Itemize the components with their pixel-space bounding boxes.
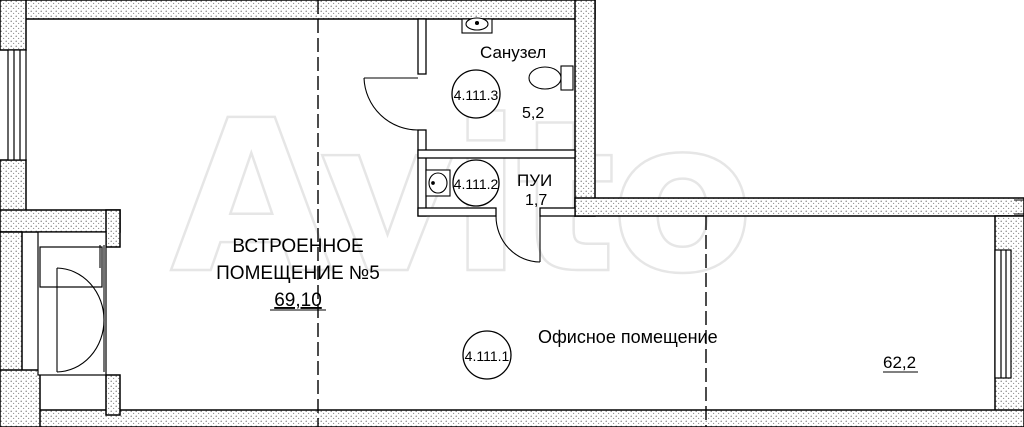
plan-title-line2: ПОМЕЩЕНИЕ №5 [216, 263, 380, 284]
room-markers [451, 69, 512, 380]
zone-dividers [317, 0, 707, 427]
bathroom-code: 4.111.3 [454, 87, 499, 103]
marker-bathroom [451, 69, 501, 119]
partition-bath-utility [417, 149, 576, 159]
sink-icon [461, 17, 493, 34]
partition-utility-bottom [417, 207, 497, 217]
office-code: 4.111.1 [465, 348, 510, 364]
office-name: Офисное помещение [538, 327, 718, 347]
plan-total-area: 69,10 [274, 290, 322, 311]
entry-double-door [56, 245, 105, 373]
marker-office [462, 330, 512, 380]
wall-vestibule-left [0, 231, 23, 373]
toilet-icon [528, 65, 574, 91]
plan-title-line1: ВСТРОЕННОЕ [232, 236, 363, 257]
utility-code: 4.111.2 [454, 176, 499, 192]
wall-vestibule-top [0, 209, 121, 233]
window-right [994, 249, 1012, 379]
bathroom-name: Санузел [480, 43, 546, 62]
partition-bathroom-left [417, 18, 427, 75]
interior-partitions [417, 18, 576, 217]
wall-bottom [0, 409, 1024, 427]
wall-top-right [574, 197, 1024, 217]
entry-vestibule [37, 231, 107, 376]
marker-utility [452, 159, 500, 207]
utility-area: 1,7 [525, 192, 547, 209]
door-bathroom [363, 77, 419, 131]
window-left [7, 49, 27, 161]
partition-utility-bottom-right [539, 207, 576, 217]
wall-top-left [0, 0, 596, 20]
wall-left-top [0, 0, 27, 51]
utility-sink-icon [425, 169, 451, 197]
bathroom-area: 5,2 [522, 105, 544, 122]
door-utility [495, 215, 541, 263]
wall-left-bottom [0, 369, 41, 427]
wall-vestibule-right [105, 209, 121, 248]
wall-vestibule-right-low [105, 374, 121, 416]
partition-bathroom-left-low [417, 129, 427, 217]
utility-name: ПУИ [517, 171, 552, 190]
window-right-end [1014, 199, 1024, 215]
wall-bathroom-right [574, 0, 596, 217]
office-area: 62,2 [883, 353, 916, 372]
